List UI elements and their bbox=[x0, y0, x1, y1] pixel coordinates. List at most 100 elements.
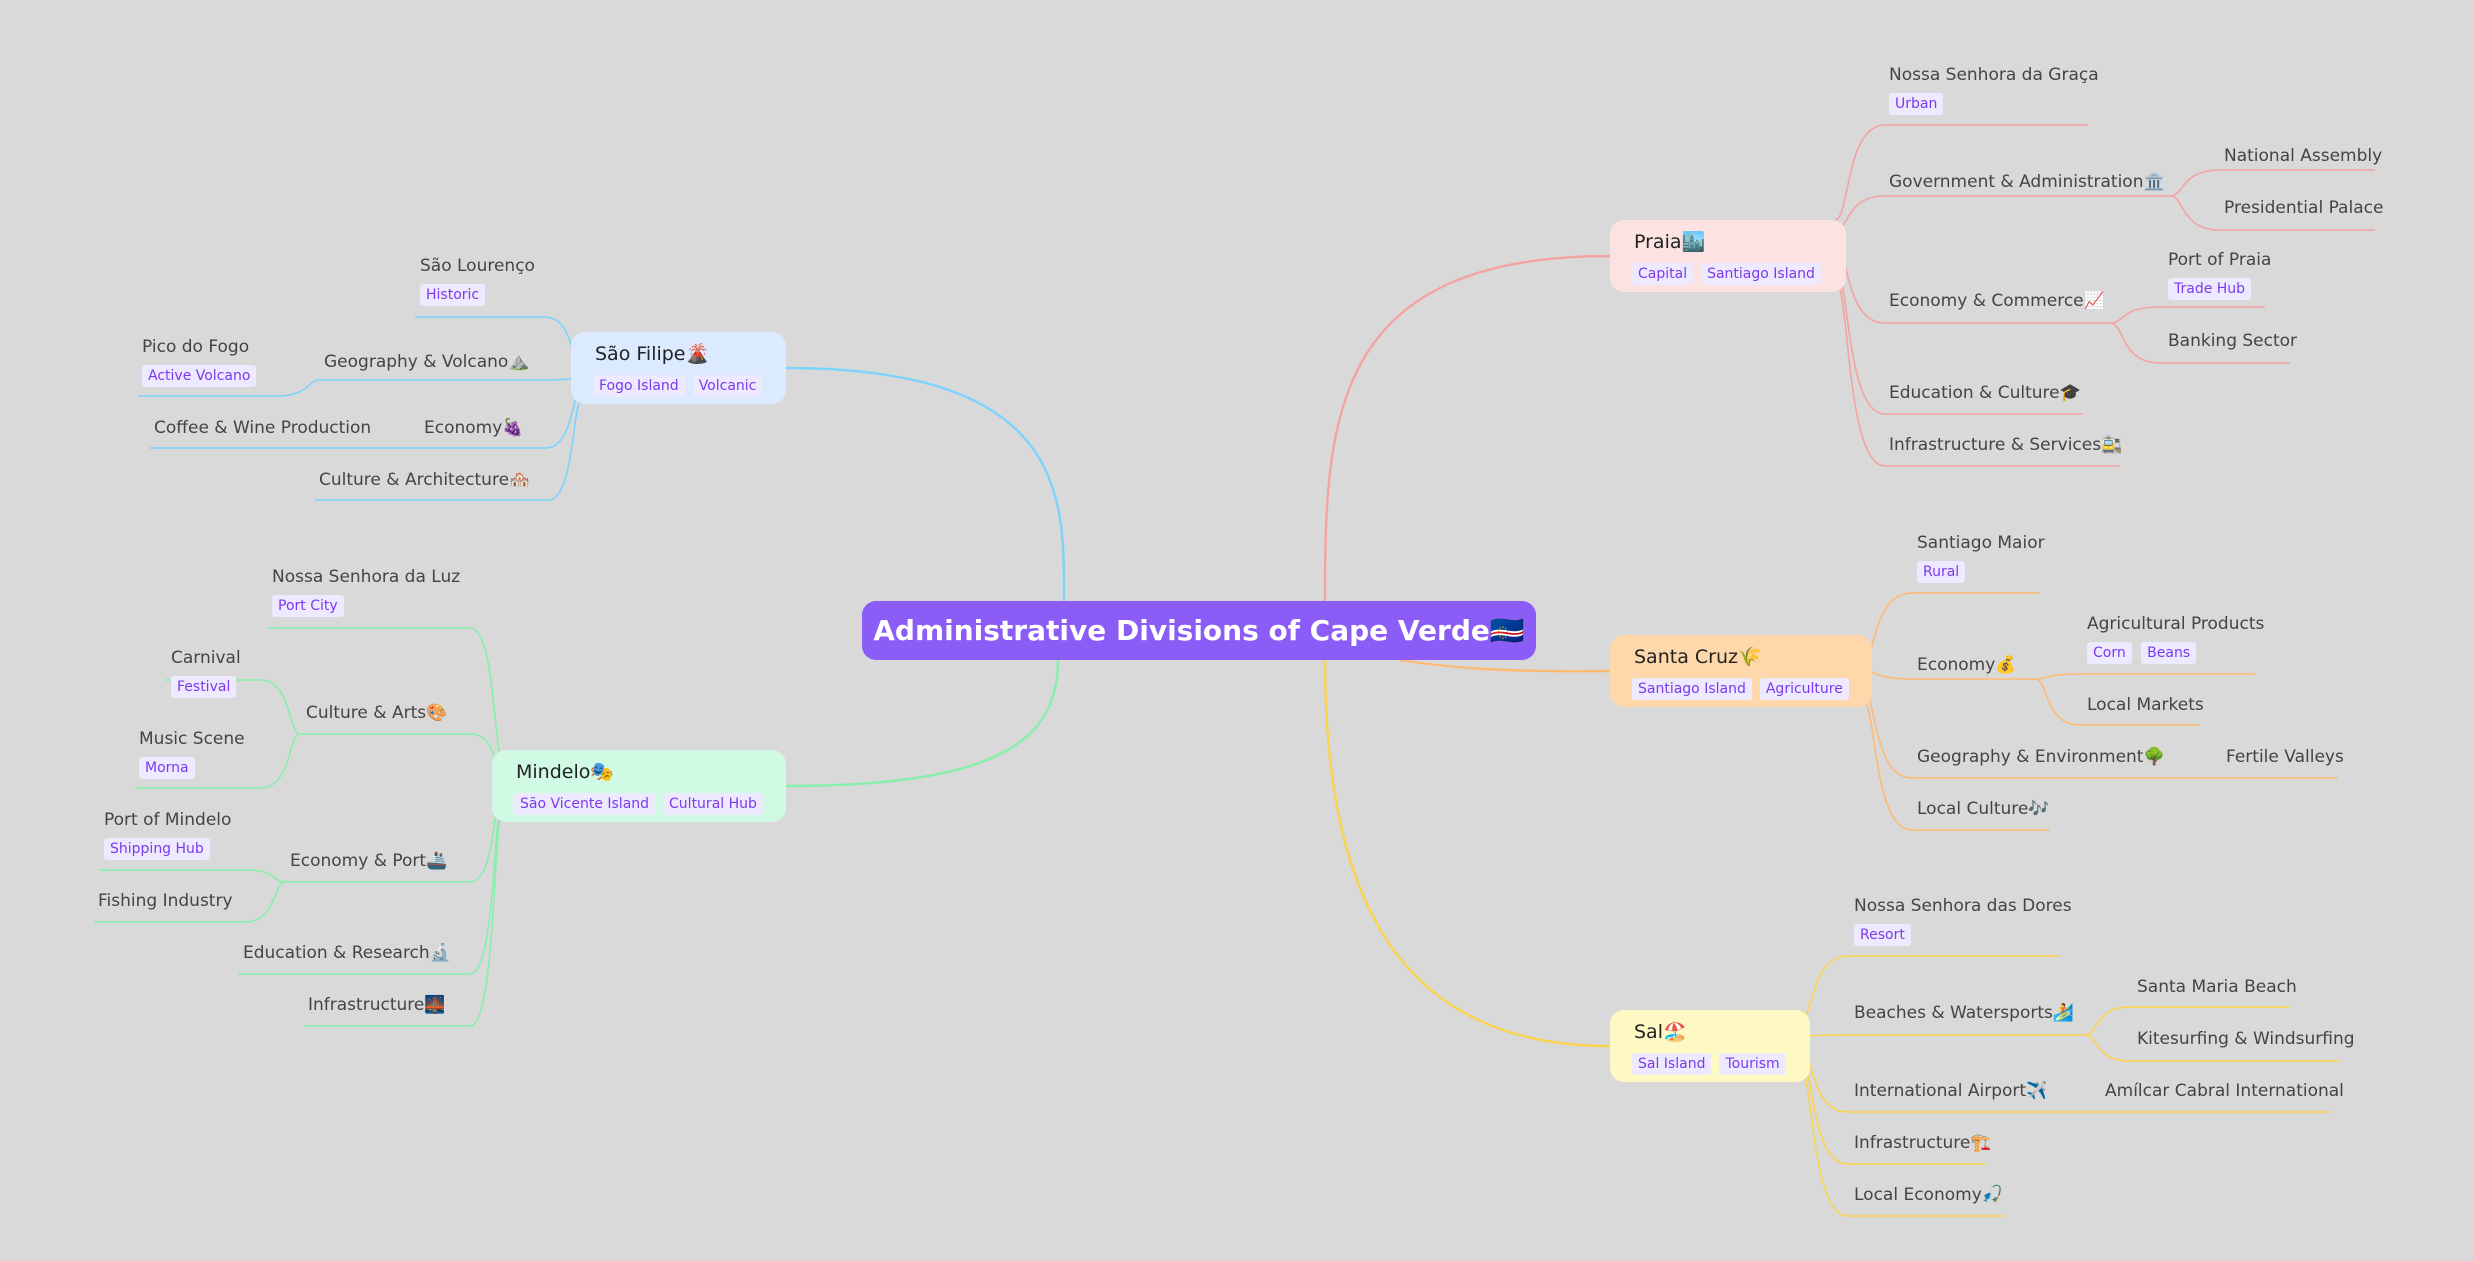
tag: Resort bbox=[1854, 924, 1911, 946]
tag: Sal Island bbox=[1632, 1053, 1712, 1075]
node-international-airport[interactable]: International Airport✈️ bbox=[1854, 1081, 2047, 1101]
node-culture-architecture[interactable]: Culture & Architecture🏘️ bbox=[319, 470, 530, 490]
node-label: Education & Culture🎓 bbox=[1889, 383, 2081, 403]
hub-mindelo[interactable]: Mindelo🎭 São Vicente Island Cultural Hub bbox=[492, 750, 786, 822]
tag: Fogo Island bbox=[593, 375, 685, 397]
tag: Agriculture bbox=[1759, 678, 1849, 700]
connector-line bbox=[2109, 306, 2265, 324]
connector-line bbox=[1799, 1034, 2085, 1037]
connector-line bbox=[1834, 124, 2088, 221]
node-label: Presidential Palace bbox=[2224, 198, 2384, 218]
tag: Festival bbox=[171, 676, 237, 698]
node-kitesurfing-windsurfing[interactable]: Kitesurfing & Windsurfing bbox=[2137, 1029, 2355, 1049]
node-education-research[interactable]: Education & Research🔬 bbox=[243, 943, 451, 963]
hub-sao-filipe[interactable]: São Filipe🌋 Fogo Island Volcanic bbox=[571, 332, 786, 404]
node-beaches-watersports[interactable]: Beaches & Watersports🏄 bbox=[1854, 1003, 2074, 1023]
hub-tags: Fogo Island Volcanic bbox=[593, 375, 763, 397]
node-local-markets[interactable]: Local Markets bbox=[2087, 695, 2204, 715]
node-label: Culture & Architecture🏘️ bbox=[319, 470, 531, 490]
node-geography-volcano[interactable]: Geography & Volcano⛰️ bbox=[324, 352, 529, 372]
tag: Morna bbox=[139, 757, 195, 779]
tag: Santiago Island bbox=[1701, 263, 1821, 285]
node-local-culture[interactable]: Local Culture🎶 bbox=[1917, 799, 2050, 819]
node-music-scene[interactable]: Music Scene Morna bbox=[139, 729, 245, 779]
hub-tags: Sal Island Tourism bbox=[1632, 1053, 1786, 1075]
node-amilcar-cabral-international[interactable]: Amílcar Cabral International bbox=[2105, 1081, 2344, 1101]
node-education-culture[interactable]: Education & Culture🎓 bbox=[1889, 383, 2081, 403]
node-label: National Assembly bbox=[2224, 146, 2383, 166]
edge-root-santa-cruz bbox=[1399, 658, 1611, 673]
tag: Shipping Hub bbox=[104, 838, 210, 860]
connector-line bbox=[2084, 1006, 2290, 1036]
node-presidential-palace[interactable]: Presidential Palace bbox=[2224, 198, 2383, 218]
node-fertile-valleys[interactable]: Fertile Valleys bbox=[2226, 747, 2344, 767]
node-infrastructure-mindelo[interactable]: Infrastructure🌉 bbox=[308, 995, 446, 1015]
connector-line bbox=[2034, 678, 2200, 726]
node-label: Coffee & Wine Production bbox=[154, 418, 372, 438]
edge-root-sao-filipe bbox=[785, 366, 1066, 602]
connector-line bbox=[2109, 322, 2290, 364]
node-port-of-mindelo[interactable]: Port of Mindelo Shipping Hub bbox=[104, 810, 231, 860]
node-economy-santa-cruz[interactable]: Economy💰 bbox=[1917, 655, 2016, 675]
node-economy-sao-filipe[interactable]: Economy🍇 bbox=[424, 418, 523, 438]
hub-title: Sal🏖️ bbox=[1634, 1021, 1687, 1043]
node-geography-environment[interactable]: Geography & Environment🌳 bbox=[1917, 747, 2165, 767]
node-label: Fertile Valleys bbox=[2226, 747, 2344, 767]
connector-line bbox=[315, 399, 583, 501]
node-economy-commerce[interactable]: Economy & Commerce📈 bbox=[1889, 291, 2105, 311]
connector-line bbox=[2169, 169, 2375, 197]
connector-line bbox=[94, 881, 286, 923]
node-label: International Airport✈️ bbox=[1854, 1081, 2048, 1101]
node-port-of-praia[interactable]: Port of Praia Trade Hub bbox=[2168, 250, 2271, 300]
node-fishing-industry[interactable]: Fishing Industry bbox=[98, 891, 233, 911]
node-agricultural-products[interactable]: Agricultural Products Corn Beans bbox=[2087, 614, 2264, 664]
hub-sal[interactable]: Sal🏖️ Sal Island Tourism bbox=[1610, 1010, 1810, 1082]
node-label: Agricultural Products bbox=[2087, 614, 2265, 634]
node-label: Kitesurfing & Windsurfing bbox=[2137, 1029, 2355, 1049]
tag: Active Volcano bbox=[142, 365, 257, 387]
node-local-economy[interactable]: Local Economy🎣 bbox=[1854, 1185, 2003, 1205]
node-economy-port[interactable]: Economy & Port🚢 bbox=[290, 851, 447, 871]
node-government-administration[interactable]: Government & Administration🏛️ bbox=[1889, 172, 2165, 192]
hub-tags: Santiago Island Agriculture bbox=[1632, 678, 1849, 700]
node-nossa-senhora-da-luz[interactable]: Nossa Senhora da Luz Port City bbox=[272, 567, 460, 617]
root-title: Administrative Divisions of Cape Verde bbox=[873, 614, 1490, 647]
hub-title: São Filipe🌋 bbox=[595, 343, 710, 365]
hub-santa-cruz[interactable]: Santa Cruz🌾 Santiago Island Agriculture bbox=[1610, 635, 1872, 707]
node-santa-maria-beach[interactable]: Santa Maria Beach bbox=[2137, 977, 2297, 997]
node-label: Carnival bbox=[171, 648, 241, 668]
hub-tags: São Vicente Island Cultural Hub bbox=[514, 793, 763, 815]
connector-line bbox=[300, 733, 504, 771]
edge-root-sal bbox=[1323, 659, 1611, 1048]
connector-line bbox=[165, 679, 301, 735]
node-label: Government & Administration🏛️ bbox=[1889, 172, 2165, 192]
hub-praia[interactable]: Praia🏙️ Capital Santiago Island bbox=[1610, 220, 1846, 292]
node-santiago-maior[interactable]: Santiago Maior Rural bbox=[1917, 533, 2045, 583]
node-infrastructure-services[interactable]: Infrastructure & Services🚉 bbox=[1889, 435, 2122, 455]
node-nossa-senhora-da-graca[interactable]: Nossa Senhora da Graça Urban bbox=[1889, 65, 2099, 115]
connector-line bbox=[304, 809, 504, 1027]
node-label: Culture & Arts🎨 bbox=[306, 703, 448, 723]
node-sao-lourenco[interactable]: São Lourenço Historic bbox=[420, 256, 535, 306]
hub-title: Santa Cruz🌾 bbox=[1634, 646, 1762, 668]
node-nossa-senhora-das-dores[interactable]: Nossa Senhora das Dores Resort bbox=[1854, 896, 2072, 946]
node-culture-arts[interactable]: Culture & Arts🎨 bbox=[306, 703, 447, 723]
node-label: Amílcar Cabral International bbox=[2105, 1081, 2344, 1101]
node-coffee-wine-production[interactable]: Coffee & Wine Production bbox=[154, 418, 371, 438]
node-carnival[interactable]: Carnival Festival bbox=[171, 648, 241, 698]
node-pico-do-fogo[interactable]: Pico do Fogo Active Volcano bbox=[142, 337, 257, 387]
tag: Volcanic bbox=[692, 375, 763, 397]
node-label: Local Economy🎣 bbox=[1854, 1185, 2003, 1205]
node-national-assembly[interactable]: National Assembly bbox=[2224, 146, 2382, 166]
node-banking-sector[interactable]: Banking Sector bbox=[2168, 331, 2297, 351]
node-label: Nossa Senhora da Graça bbox=[1889, 65, 2099, 85]
node-label: Port of Mindelo bbox=[104, 810, 232, 830]
connector-line bbox=[1834, 279, 2120, 467]
node-label: São Lourenço bbox=[420, 256, 535, 276]
node-label: Fishing Industry bbox=[98, 891, 233, 911]
node-label: Geography & Environment🌳 bbox=[1917, 747, 2165, 767]
node-infrastructure-sal[interactable]: Infrastructure🏗️ bbox=[1854, 1133, 1992, 1153]
root-node[interactable]: Administrative Divisions of Cape Verde🇨🇻 bbox=[862, 601, 1536, 660]
connector-line bbox=[2034, 673, 2255, 680]
tag: Trade Hub bbox=[2168, 278, 2252, 300]
